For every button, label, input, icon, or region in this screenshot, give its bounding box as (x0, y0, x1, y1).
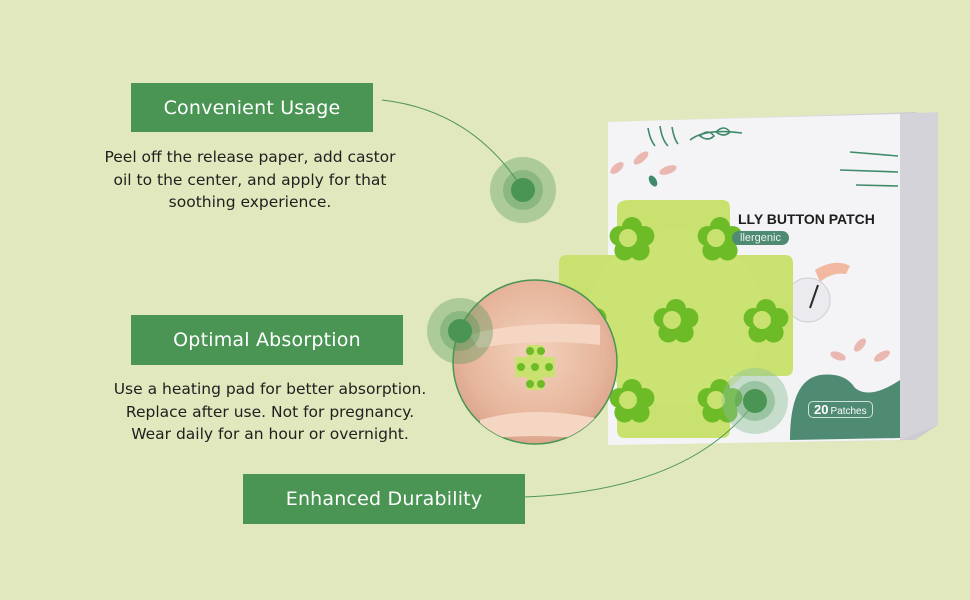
desc-line: soothing experience. (168, 193, 332, 211)
connector-line-1 (381, 99, 521, 186)
feature-convenient-usage-desc: Peel off the release paper, add castor o… (60, 146, 440, 214)
desc-line: Replace after use. Not for pregnancy. (125, 402, 415, 421)
pink-leaves (610, 151, 891, 362)
connector-line-3 (524, 401, 756, 498)
hotspot-1[interactable] (490, 157, 556, 223)
patch-image (559, 200, 793, 438)
leaf-decoration (647, 125, 899, 187)
inset-photo (452, 279, 618, 445)
hotspot-2[interactable] (427, 298, 493, 364)
count-number: 20 (814, 402, 829, 417)
feature-enhanced-durability-label: Enhanced Durability (243, 474, 525, 524)
desc-line: Peel off the release paper, add castor (104, 148, 396, 166)
desc-line: oil to the center, and apply for that (113, 170, 387, 189)
desc-line: Wear daily for an hour or overnight. (131, 425, 409, 443)
hotspot-3[interactable] (722, 368, 788, 434)
count-unit: Patches (830, 406, 867, 417)
box-wave (790, 374, 900, 440)
box-title: LLY BUTTON PATCH (738, 211, 875, 227)
box-badge: llergenic (732, 231, 789, 245)
feature-convenient-usage-label: Convenient Usage (131, 83, 373, 132)
feature-optimal-absorption-desc: Use a heating pad for better absorption.… (70, 378, 470, 446)
box-count: 20 Patches (808, 401, 873, 418)
desc-line: Use a heating pad for better absorption. (113, 380, 427, 398)
hand-illustration (815, 262, 850, 282)
feature-optimal-absorption-label: Optimal Absorption (131, 315, 403, 365)
